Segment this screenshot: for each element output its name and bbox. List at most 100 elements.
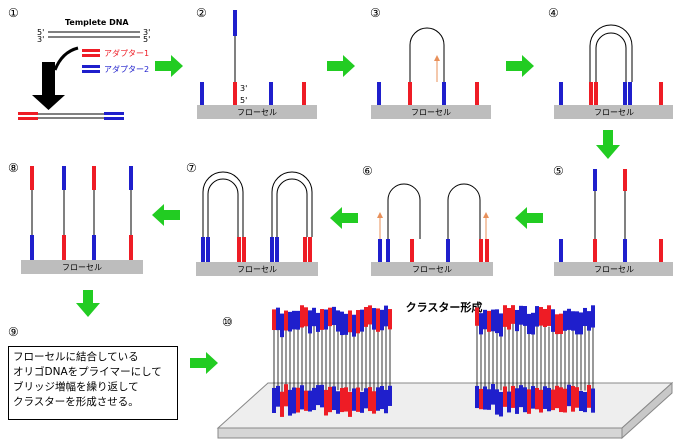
cluster-left-bottom-adapter bbox=[316, 385, 320, 406]
cluster-right-top-adapter bbox=[531, 312, 535, 335]
panel-3-bridge: フローセル bbox=[371, 27, 491, 119]
strand-5b-adapter bbox=[623, 169, 627, 191]
cluster-left-bottom-adapter bbox=[288, 389, 292, 416]
strand-8c-adapter bbox=[92, 166, 96, 190]
cluster-left-top-adapter bbox=[328, 307, 332, 327]
cluster-right-top-adapter bbox=[499, 313, 503, 337]
cluster-right-bottom-adapter bbox=[539, 389, 543, 413]
oligo-6c bbox=[410, 239, 414, 262]
bridge-7a-inner bbox=[207, 178, 239, 237]
cluster-left-bottom-adapter bbox=[296, 387, 300, 413]
flow-cell-label-3: フローセル bbox=[411, 108, 451, 117]
panel-2-hybridization: フローセル 3' 5' bbox=[197, 10, 317, 119]
cluster-right-bottom-adapter bbox=[527, 389, 531, 414]
cluster-right-bottom-adapter bbox=[571, 385, 575, 412]
cluster-right-top-adapter bbox=[567, 308, 571, 330]
cluster-right-bottom-adapter bbox=[475, 385, 479, 409]
bridge-6-left bbox=[387, 183, 421, 239]
cluster-right-top-adapter bbox=[527, 313, 531, 335]
three-prime-label-bottom-left: 3' bbox=[37, 35, 44, 44]
ligated-adapter-2-top bbox=[104, 112, 124, 115]
step-number-9: ⑨ bbox=[8, 325, 19, 339]
step-number-2: ② bbox=[196, 6, 207, 20]
adapter-1-swatch-top bbox=[82, 49, 100, 52]
cluster-left-top-adapter bbox=[352, 314, 356, 337]
cluster-right-top-adapter bbox=[511, 305, 515, 324]
panel-8-single-strands: フローセル bbox=[21, 166, 143, 274]
cluster-left-top-adapter bbox=[312, 307, 316, 327]
oligo-8c bbox=[92, 235, 96, 260]
cluster-left-bottom-adapter bbox=[280, 391, 284, 417]
cluster-right-top-adapter bbox=[543, 308, 547, 327]
oligo-8b bbox=[62, 235, 66, 260]
cluster-right-top-adapter bbox=[491, 309, 495, 332]
flow-cell-8 bbox=[21, 260, 143, 274]
adapter-1-swatch-bottom bbox=[82, 54, 100, 57]
cluster-right-bottom-adapter bbox=[515, 388, 519, 414]
step-number-6: ⑥ bbox=[362, 164, 373, 178]
cluster-left-top-adapter bbox=[296, 310, 300, 330]
cluster-left-bottom-adapter bbox=[352, 388, 356, 411]
cluster-left-top-adapter bbox=[384, 305, 388, 327]
strand-8a-adapter bbox=[30, 166, 34, 190]
step-number-10: ⑩ bbox=[222, 315, 233, 329]
cluster-left-top-adapter bbox=[356, 310, 360, 334]
oligo-7f bbox=[275, 237, 279, 262]
arrow-7-to-8 bbox=[152, 204, 180, 226]
cluster-left-top-adapter bbox=[292, 310, 296, 330]
cluster-right-top-adapter bbox=[539, 307, 543, 326]
cluster-left-top-adapter bbox=[348, 310, 352, 333]
cluster-left-bottom-adapter bbox=[308, 390, 312, 412]
cluster-left-bottom-adapter bbox=[388, 385, 392, 406]
cluster-left-top-adapter bbox=[320, 309, 324, 330]
panel-1-ligation: Templete DNA 5' 3' 3' 5' アダプター1 アダプター2 bbox=[18, 18, 150, 120]
cluster-formation-label: クラスター形成 bbox=[406, 300, 483, 314]
cluster-right-bottom-adapter bbox=[479, 388, 483, 410]
cluster-right-bottom-adapter bbox=[491, 384, 495, 405]
cluster-left-bottom-adapter bbox=[284, 384, 288, 407]
cluster-right-bottom-adapter bbox=[555, 385, 559, 409]
flow-cell-6 bbox=[371, 262, 493, 276]
explanation-line-4: クラスターを形成させる。 bbox=[13, 396, 139, 408]
cluster-left-top-adapter bbox=[340, 311, 344, 336]
cluster-right-bottom-adapter bbox=[499, 391, 503, 417]
cluster-right-top-adapter bbox=[523, 306, 527, 326]
cluster-right-bottom-adapter bbox=[551, 389, 555, 411]
cluster-right-top-adapter bbox=[507, 307, 511, 330]
cluster-left-bottom-adapter bbox=[348, 391, 352, 417]
cluster-right-bottom-adapter bbox=[523, 387, 527, 413]
cluster-right-bottom-adapter bbox=[583, 391, 587, 413]
cluster-right-top-adapter bbox=[483, 309, 487, 330]
ligated-adapter-1-top bbox=[18, 112, 38, 115]
cluster-left bbox=[272, 305, 392, 417]
cluster-left-bottom-adapter bbox=[324, 389, 328, 416]
oligo-7g bbox=[303, 237, 307, 262]
oligo-8a bbox=[30, 235, 34, 260]
five-prime-label-bottom-right: 5' bbox=[143, 35, 150, 44]
cluster-right-top-adapter bbox=[587, 311, 591, 331]
bridge-7b-outer bbox=[271, 171, 313, 237]
panel-7-double-bridges: フローセル bbox=[196, 171, 318, 276]
oligo-4f bbox=[659, 82, 663, 105]
cluster-right-top-adapter bbox=[547, 305, 551, 326]
oligo-5c bbox=[623, 239, 627, 262]
flow-cell-label-5: フローセル bbox=[594, 265, 634, 274]
adapter-2-swatch-top bbox=[82, 65, 100, 68]
cluster-left-top-adapter bbox=[300, 305, 304, 328]
oligo-8d bbox=[129, 235, 133, 260]
cluster-right-top-adapter bbox=[559, 313, 563, 334]
cluster-right-top-adapter bbox=[555, 314, 559, 335]
oligo-6b bbox=[386, 239, 390, 262]
cluster-right-bottom-adapter bbox=[563, 388, 567, 413]
cluster-left-top-adapter bbox=[276, 307, 280, 331]
cluster-left-bottom-adapter bbox=[332, 386, 336, 411]
cluster-right-bottom-adapter bbox=[495, 389, 499, 415]
adapter-2-label: アダプター2 bbox=[104, 64, 149, 74]
adapter-2-swatch-bottom bbox=[82, 70, 100, 73]
cluster-left-top-adapter bbox=[316, 312, 320, 332]
cluster-right-bottom-adapter bbox=[567, 384, 571, 407]
oligo-6d bbox=[446, 239, 450, 262]
step-number-4: ④ bbox=[548, 6, 559, 20]
primer-arrowhead-6a bbox=[377, 212, 383, 218]
cluster-right-top-adapter bbox=[591, 305, 595, 328]
